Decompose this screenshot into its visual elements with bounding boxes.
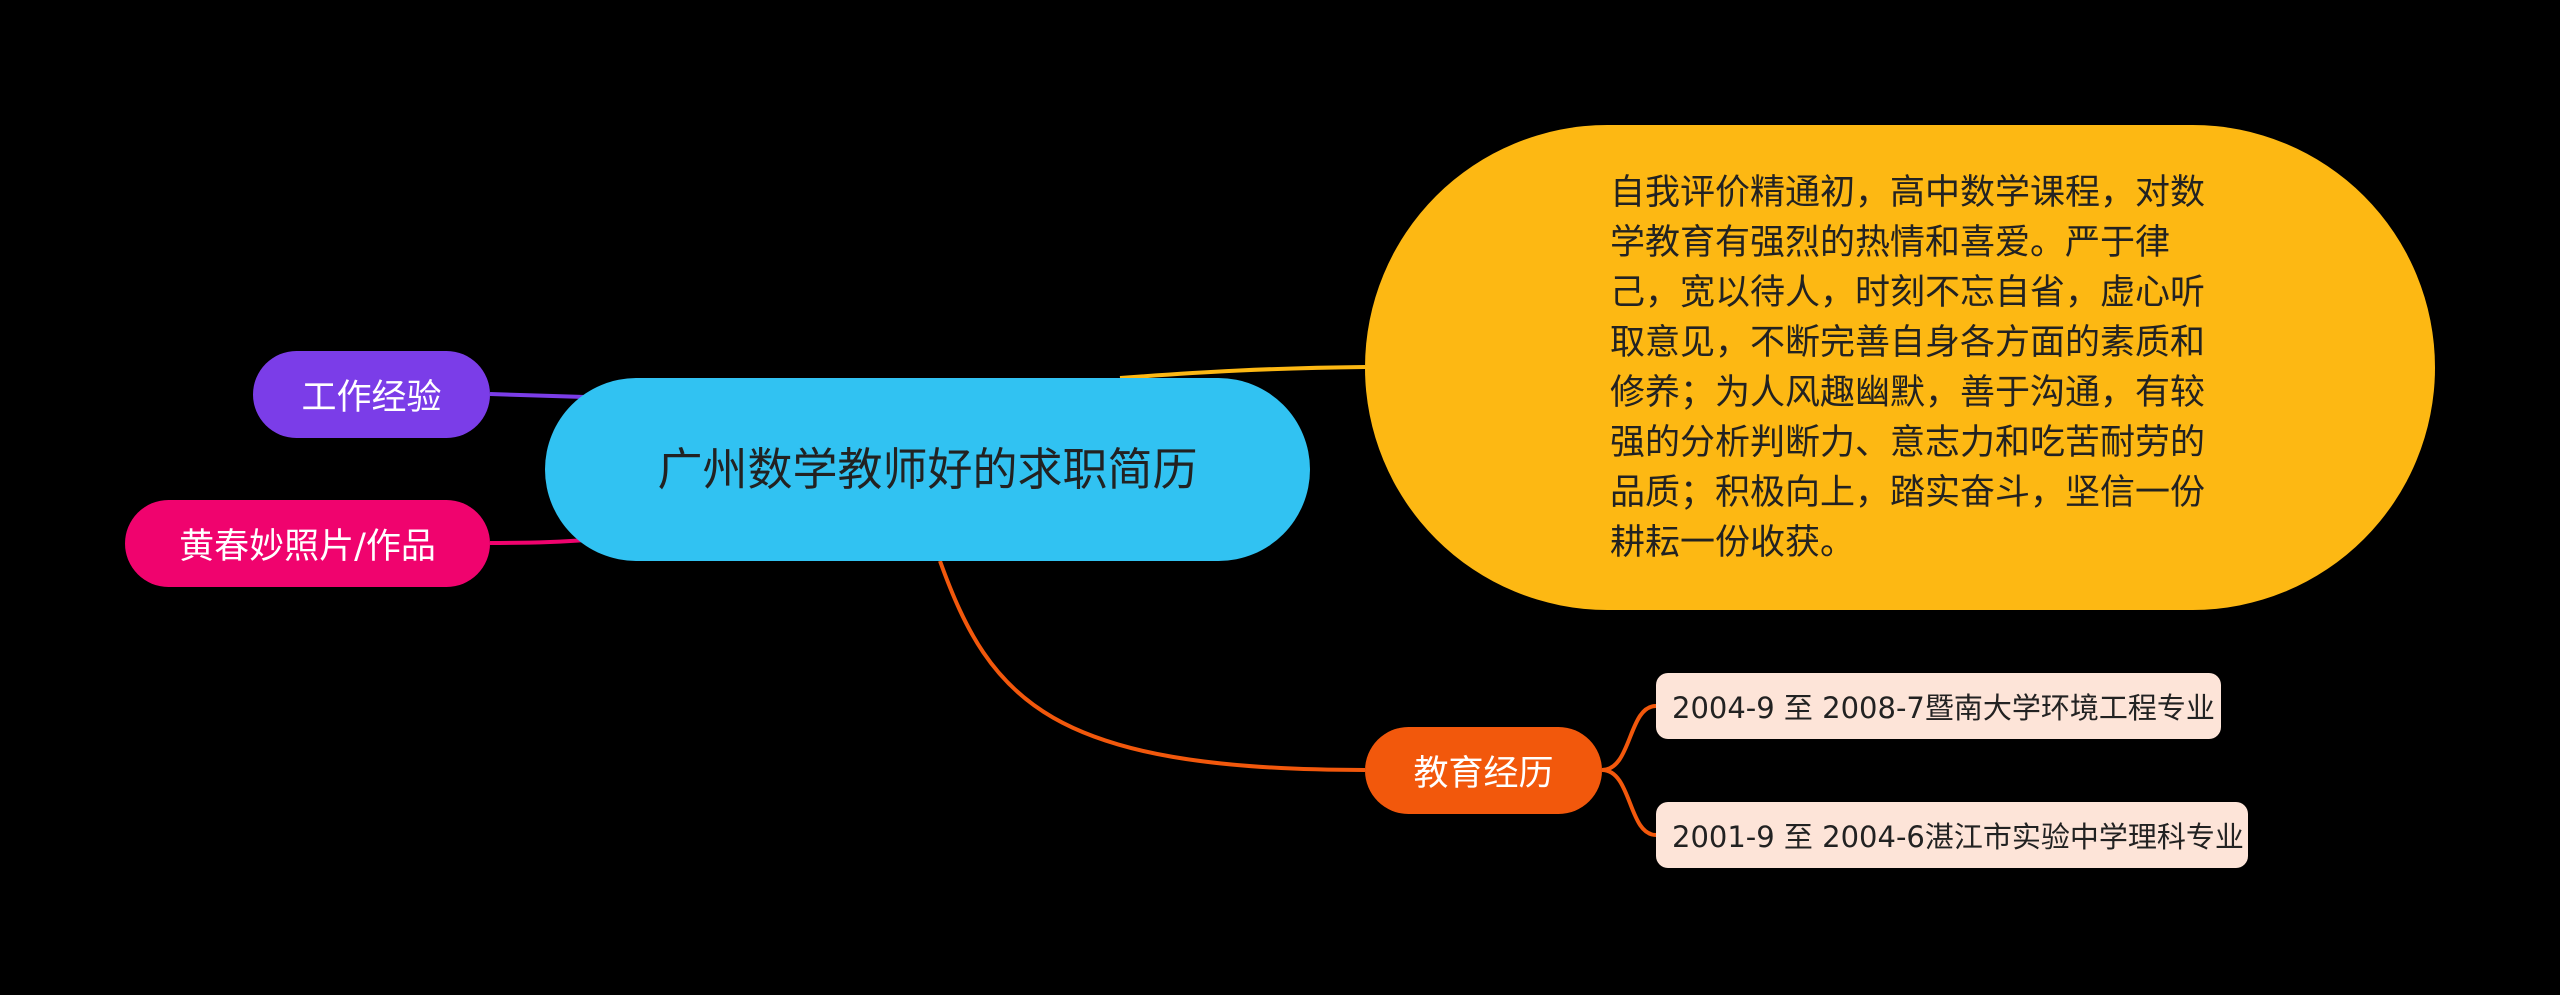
link-education-item-2 xyxy=(1601,768,1657,837)
root-node[interactable]: 广州数学教师好的求职简历 xyxy=(545,378,1310,561)
link-root-self-evaluation xyxy=(1119,365,1366,380)
education-node[interactable]: 教育经历 xyxy=(1365,727,1602,814)
self-evaluation-text: 自我评价精通初，高中数学课程，对数学教育有强烈的热情和喜爱。严于律己，宽以待人，… xyxy=(1610,172,2206,563)
education-item-text: 2001-9 至 2004-6湛江市实验中学理科专业 xyxy=(1672,820,2244,854)
link-education-item-1 xyxy=(1601,704,1657,772)
education-item[interactable]: 2001-9 至 2004-6湛江市实验中学理科专业 xyxy=(1656,802,2248,868)
photos-label: 黄春妙照片/作品 xyxy=(179,527,436,567)
link-root-work-experience xyxy=(489,392,586,399)
root-node-label: 广州数学教师好的求职简历 xyxy=(657,442,1198,496)
self-evaluation-node[interactable]: 自我评价精通初，高中数学课程，对数学教育有强烈的热情和喜爱。严于律己，宽以待人，… xyxy=(1365,125,2435,610)
education-item-text: 2004-9 至 2008-7暨南大学环境工程专业 xyxy=(1672,691,2215,725)
work-experience-label: 工作经验 xyxy=(301,378,442,418)
link-root-education xyxy=(938,560,1366,772)
education-item[interactable]: 2004-9 至 2008-7暨南大学环境工程专业 xyxy=(1656,673,2221,739)
link-root-photos xyxy=(489,538,586,545)
photos-node[interactable]: 黄春妙照片/作品 xyxy=(125,500,490,587)
education-label: 教育经历 xyxy=(1413,754,1554,794)
work-experience-node[interactable]: 工作经验 xyxy=(253,351,490,438)
